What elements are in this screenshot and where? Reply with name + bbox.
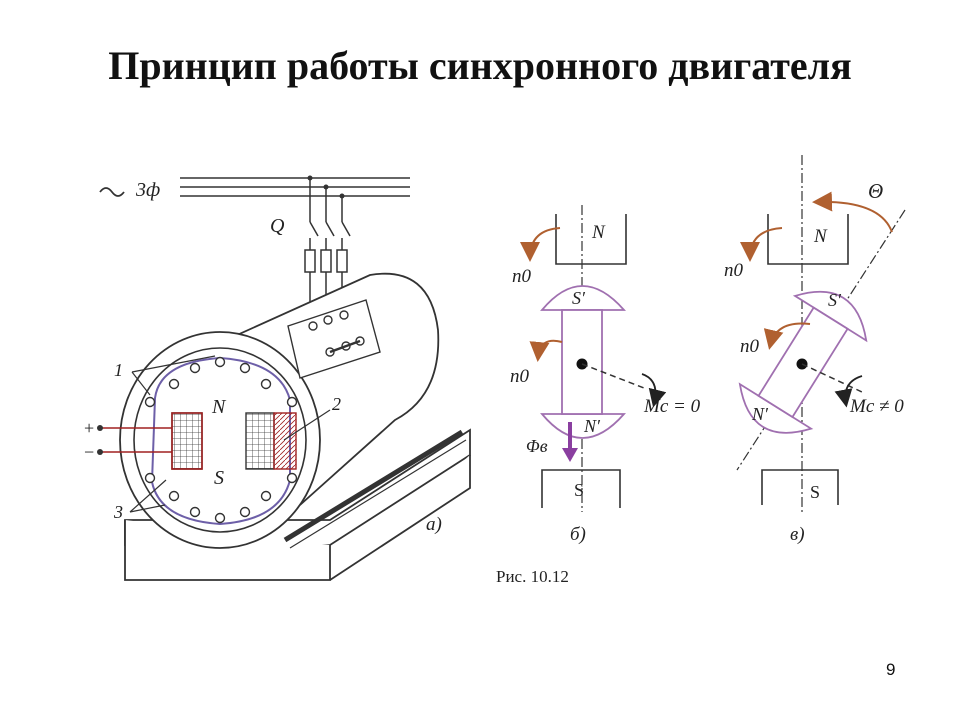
dc-leads [100,427,172,453]
figure-label: S [574,480,584,500]
stator-north-pole-b [555,214,627,265]
switch-label: Q [270,215,285,237]
figure-label: n0 [512,266,532,287]
panel-a-label: а) [426,514,442,535]
callout-1: 1 [114,360,123,380]
torque-arrow-c [834,375,863,408]
torque-arrow-b [641,373,667,408]
figure-label: n0 [740,336,760,357]
plus-terminal: + [84,418,94,438]
stator-slots [144,356,298,524]
rotor-north-label: N [211,396,227,418]
figure-label: S′ [572,288,586,308]
rotor-south-label: S [214,467,224,489]
callout-2: 2 [332,394,341,414]
angle-arrow-c [812,191,893,233]
base-rail [283,429,464,543]
figure-label: S [810,482,820,502]
figure-label: N′ [583,416,601,436]
panel-c-loaded: N S S′ N′ Θ n0 n0 Mc ≠ 0 в) [724,155,906,545]
callout-3: 3 [113,502,123,522]
figure-label: Mc = 0 [643,396,701,417]
speed-arrow-mid-b [529,339,563,362]
panel-c-label: в) [790,524,805,545]
ac-symbol [99,187,125,197]
figure-label: Θ [868,179,883,203]
panel-b-no-load: N S S′ N′ n0 n0 Mc = 0 Φв б) [510,205,701,545]
supply-label: 3ф [135,179,160,201]
figure-label: N′ [751,404,769,424]
figure-label: N [591,222,606,243]
figure-label: n0 [510,366,530,387]
panel-b-label: б) [570,524,586,545]
terminal-box [287,299,381,379]
rotor-pole-right [245,412,297,470]
stator-south-pole-c [761,469,839,505]
speed-arrow-mid-c [763,322,811,350]
rotor-top-shoe-b [540,285,626,311]
minus-terminal: − [84,442,94,462]
rotor-pole-left [171,412,203,470]
figure-label: Mc ≠ 0 [849,396,904,417]
stator-south-pole-b [541,469,621,508]
speed-arrow-top-b [520,227,561,262]
three-phase-supply-lines [180,177,410,197]
slide-title: Принцип работы синхронного двигателя [108,43,852,88]
page-number: 9 [886,660,896,679]
figure-label: N [813,226,828,247]
speed-arrow-top-c [740,227,783,262]
figure-label: n0 [724,260,744,281]
rotor-bottom-shoe-b [540,413,626,439]
figure-label: Φв [526,436,548,456]
stator-ring [133,347,307,533]
figure-label: S′ [828,290,842,310]
stator-north-pole-c [767,214,849,265]
panel-a-motor: 3ф Q [84,175,471,581]
figure-caption: Рис. 10.12 [496,567,569,586]
